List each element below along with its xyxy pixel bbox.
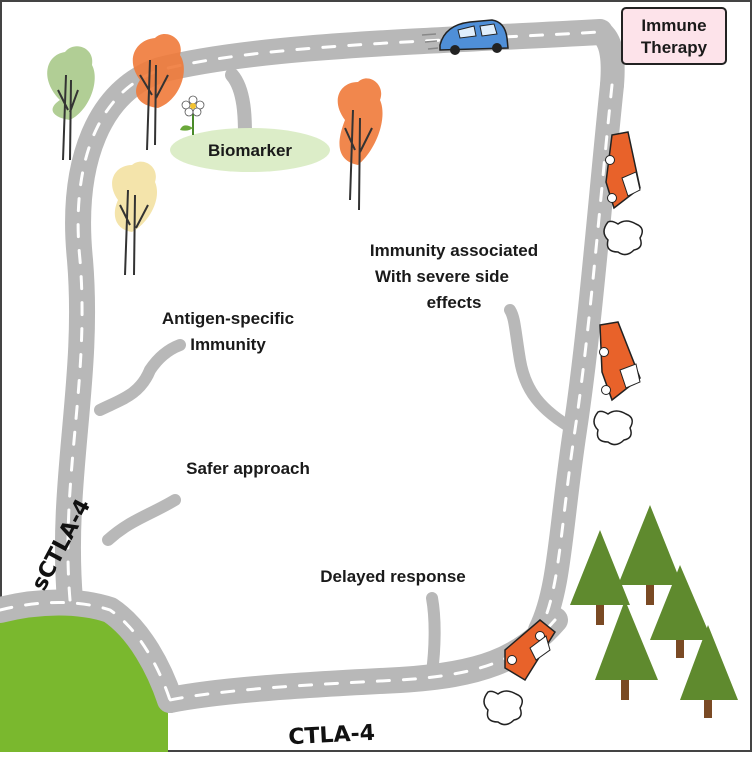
flower-icon xyxy=(180,95,205,135)
pine-tree-icon xyxy=(650,565,712,658)
biomarker-label: Biomarker xyxy=(208,141,292,160)
safer-branch xyxy=(102,494,181,546)
road-markings xyxy=(0,30,614,702)
delayed-response-label: Delayed response xyxy=(320,567,466,586)
smoke-icon xyxy=(483,690,523,726)
immune-therapy-line2: Therapy xyxy=(641,38,708,57)
top-right-curve xyxy=(588,20,625,97)
tree-icon xyxy=(132,34,184,151)
pine-tree-icon xyxy=(595,600,658,700)
pine-trees xyxy=(570,505,738,718)
antigen-branch xyxy=(94,339,186,416)
side-effects-line3: effects xyxy=(427,293,482,312)
car-icon xyxy=(421,19,509,55)
delayed-branch xyxy=(426,592,441,678)
crashed-car-icon xyxy=(504,619,556,682)
smoke-icon xyxy=(593,410,633,446)
antigen-line2: Immunity xyxy=(190,335,266,354)
tree-icon xyxy=(337,78,383,211)
immune-therapy-line1: Immune xyxy=(641,16,706,35)
side-effects-line2: With severe side xyxy=(375,267,509,286)
pine-tree-icon xyxy=(618,505,682,605)
pine-tree-icon xyxy=(570,530,630,625)
tree-icon xyxy=(47,46,95,161)
biomarker-oval xyxy=(170,128,330,172)
crashed-car-icon xyxy=(605,131,641,210)
side-effects-branch xyxy=(504,304,581,436)
pine-tree-icon xyxy=(680,625,738,718)
side-effects-line1: Immunity associated xyxy=(370,241,538,260)
ctla4-label: CTLA-4 xyxy=(288,721,376,751)
smoke-icon xyxy=(603,220,643,256)
immune-therapy-badge xyxy=(621,7,727,65)
tree-icon xyxy=(112,161,158,276)
safer-approach-label: Safer approach xyxy=(186,459,310,478)
antigen-line1: Antigen-specific xyxy=(162,309,294,328)
crashed-car-icon xyxy=(599,321,641,402)
